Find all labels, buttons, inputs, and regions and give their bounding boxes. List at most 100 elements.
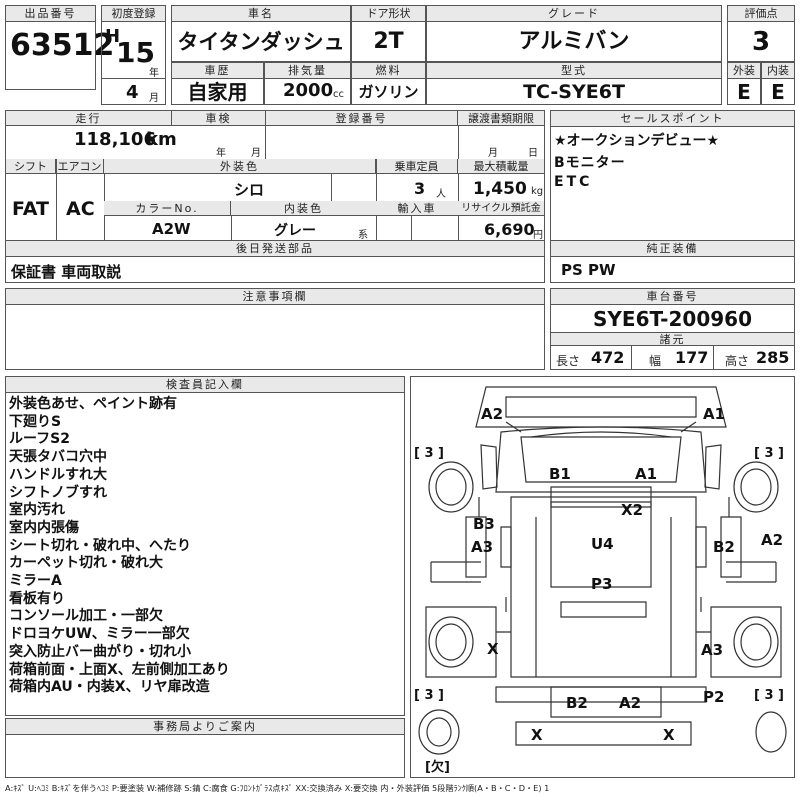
score-label: 評価点	[728, 6, 794, 22]
capacity: 3	[414, 179, 426, 198]
inspector-note-line: 突入防止バー曲がり・切れ小	[9, 643, 191, 660]
tire-tread-rear-left: [ 3 ]	[414, 688, 444, 703]
height-label: 高さ	[725, 354, 750, 368]
inspector-note-line: 下廻りS	[9, 413, 62, 430]
later-parts: 保証書 車両取説	[11, 263, 122, 281]
inspector-note-line: シフトノブすれ	[9, 484, 107, 501]
grade-cell: グレード アルミバン	[426, 5, 722, 62]
genuine-equipment-label: 純正装備	[551, 240, 794, 256]
displacement: 2000	[283, 80, 334, 101]
exterior-grade-cell: 外装 E	[727, 62, 761, 105]
damage-mark: B3	[473, 515, 495, 533]
inspection-label: 車検	[172, 111, 266, 126]
import-label: 輸入車	[376, 201, 458, 216]
sales-points-cell: セールスポイント ★オークションデビュー★ Bモニター ETC 純正装備	[550, 110, 795, 257]
inspector-note-line: ルーフS2	[9, 431, 70, 448]
shift: FAT	[12, 198, 49, 220]
width-label: 幅	[649, 354, 662, 368]
later-parts-label: 後日発送部品	[6, 240, 544, 256]
sales-points-label: セールスポイント	[551, 111, 794, 127]
damage-mark: X2	[621, 501, 643, 519]
exterior-color: シロ	[234, 181, 265, 199]
truck-diagram-svg: A2 A1 B1 A1 X2 B3 A3 U4 B2 A2 P3 X A3 P2…	[414, 386, 787, 775]
displacement-cell: 排気量 2000 cc	[264, 62, 351, 105]
capacity-label: 乗車定員	[376, 159, 458, 174]
transfer-day-unit: 日	[528, 148, 538, 159]
spare-tire-status: [欠]	[425, 759, 450, 775]
chassis-number-label: 車台番号	[551, 289, 794, 305]
model: TC-SYE6T	[523, 81, 625, 103]
fuel-label: 燃料	[352, 63, 425, 79]
tire-tread-front-right: [ 3 ]	[754, 446, 784, 461]
lot-number-label: 出品番号	[6, 6, 95, 22]
mileage-label: 走行	[6, 111, 172, 126]
shift-label: シフト	[6, 159, 56, 174]
car-name-cell: 車名 タイタンダッシュ	[171, 5, 351, 62]
max-load-unit: kg	[531, 186, 544, 197]
displacement-label: 排気量	[265, 63, 350, 79]
door-type-label: ドア形状	[352, 6, 425, 22]
history-label: 車歴	[172, 63, 263, 79]
door-type: 2T	[373, 29, 404, 54]
transfer-month-unit: 月	[488, 148, 498, 159]
month-unit: 月	[149, 93, 159, 104]
interior-grade-label: 内装	[762, 63, 794, 79]
inspector-note-line: カーペット切れ・破れ大	[9, 555, 163, 572]
exterior-grade: E	[737, 80, 751, 104]
car-name-label: 車名	[172, 6, 350, 22]
displacement-unit: cc	[333, 89, 344, 100]
capacity-unit: 人	[436, 189, 446, 200]
damage-mark: B2	[713, 538, 735, 556]
damage-mark: X	[531, 726, 543, 744]
door-type-cell: ドア形状 2T	[351, 5, 426, 62]
damage-mark: A1	[703, 405, 725, 423]
recycle-unit: 円	[533, 230, 543, 241]
chassis-number: SYE6T-200960	[593, 307, 752, 331]
car-name: タイタンダッシュ	[177, 30, 345, 54]
inspector-note-line: 室内内張傷	[9, 519, 79, 536]
genuine-equipment: PS PW	[561, 261, 616, 279]
sales-point-item: ETC	[554, 174, 593, 190]
registration-year: 15	[116, 36, 155, 69]
sales-point-item: ★オークションデビュー★	[554, 133, 720, 149]
damage-mark: A3	[471, 538, 493, 556]
inspector-note-line: 外装色あせ、ペイント跡有	[9, 396, 177, 412]
inspection-month-unit: 月	[251, 148, 261, 159]
inspector-note-line: 看板有り	[9, 590, 65, 607]
notes-label: 注意事項欄	[6, 289, 544, 305]
score-cell: 評価点 3	[727, 5, 795, 62]
model-cell: 型式 TC-SYE6T	[426, 62, 722, 105]
inspector-notes-label: 検査員記入欄	[6, 377, 404, 393]
damage-mark: U4	[591, 535, 614, 553]
damage-legend: A:ｷｽﾞ U:ﾍｺﾐ B:ｷｽﾞを伴うﾍｺﾐ P:要塗装 W:補修跡 S:錆 …	[5, 783, 550, 793]
interior-grade-cell: 内装 E	[761, 62, 795, 105]
registration-number-label: 登録番号	[266, 111, 458, 126]
inspection-year-unit: 年	[216, 148, 226, 159]
damage-mark: B1	[549, 465, 571, 483]
mileage: 118,106	[74, 129, 156, 150]
lot-number: 63512	[10, 28, 115, 63]
inspector-note-line: コンソール加工・一部欠	[9, 608, 163, 625]
year-unit: 年	[149, 68, 159, 79]
later-parts-cell: 保証書 車両取説	[5, 256, 545, 283]
interior-color-unit: 系	[358, 230, 368, 241]
history: 自家用	[187, 80, 248, 104]
registration-month: 4	[126, 82, 139, 103]
aircon-label: エアコン	[56, 159, 104, 174]
damage-mark: A2	[619, 694, 641, 712]
model-label: 型式	[427, 63, 721, 79]
damage-mark: X	[663, 726, 675, 744]
history-cell: 車歴 自家用	[171, 62, 264, 105]
damage-mark: A2	[481, 405, 503, 423]
era: H	[105, 26, 121, 47]
first-registration-cell: 初度登録 H 15 年 4 月	[101, 5, 166, 105]
height: 285	[756, 348, 790, 367]
damage-diagram: A2 A1 B1 A1 X2 B3 A3 U4 B2 A2 P3 X A3 P2…	[410, 376, 795, 778]
damage-mark: A1	[635, 465, 657, 483]
exterior-grade-label: 外装	[728, 63, 760, 79]
damage-mark: B2	[566, 694, 588, 712]
office-notes-cell: 事務局よりご案内	[5, 718, 405, 778]
fuel-cell: 燃料 ガソリン	[351, 62, 426, 105]
inspector-note-line: 荷箱内AU・内装X、リヤ扉改造	[9, 679, 210, 696]
interior-color: グレー	[274, 223, 316, 239]
